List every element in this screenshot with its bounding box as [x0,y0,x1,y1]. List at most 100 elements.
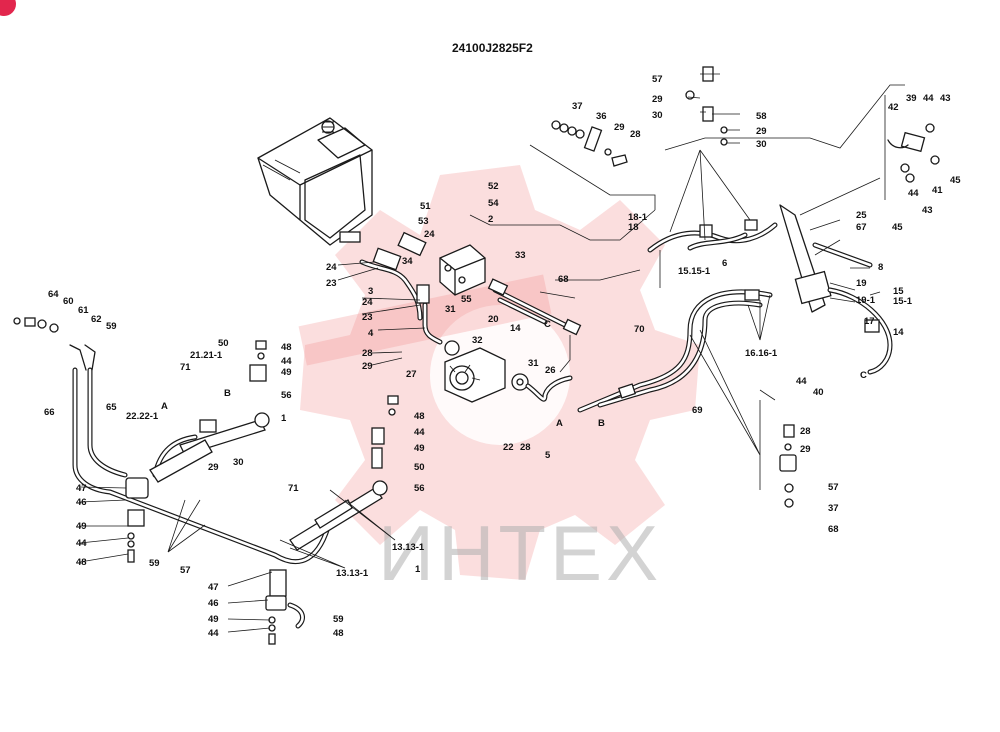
svg-text:44: 44 [281,356,292,367]
svg-text:3: 3 [368,286,373,297]
svg-text:49: 49 [281,367,292,378]
svg-text:30: 30 [756,139,767,150]
svg-text:2: 2 [488,214,493,225]
svg-text:29: 29 [362,361,373,372]
svg-text:42: 42 [888,102,899,113]
svg-text:59: 59 [333,614,344,625]
svg-text:71: 71 [288,483,299,494]
svg-text:6: 6 [722,258,727,269]
svg-text:24: 24 [424,229,435,240]
svg-text:68: 68 [558,274,569,285]
callout-labels: 57 29 30 58 29 30 37 36 29 28 42 39 44 4… [44,74,961,639]
svg-text:54: 54 [488,198,499,209]
svg-text:27: 27 [406,369,417,380]
svg-text:30: 30 [652,110,663,121]
svg-text:29: 29 [652,94,663,105]
hydraulic-tank [257,117,373,246]
svg-text:58: 58 [756,111,767,122]
svg-text:32: 32 [472,335,483,346]
svg-text:13.13-1: 13.13-1 [392,542,425,553]
svg-text:30: 30 [233,457,244,468]
control-lever-assembly [779,204,893,375]
svg-text:22: 22 [503,442,514,453]
svg-text:53: 53 [418,216,429,227]
svg-text:23: 23 [326,278,337,289]
svg-text:19-1: 19-1 [856,295,876,306]
svg-text:18-1: 18-1 [628,212,648,223]
left-hose-assembly [72,367,333,565]
svg-text:C: C [860,370,867,381]
svg-text:23: 23 [362,312,373,323]
svg-text:70: 70 [634,324,645,335]
svg-text:47: 47 [76,483,87,494]
svg-text:71: 71 [180,362,191,373]
svg-text:28: 28 [630,129,641,140]
svg-text:41: 41 [932,185,943,196]
svg-text:46: 46 [208,598,219,609]
svg-text:31: 31 [445,304,456,315]
svg-text:50: 50 [218,338,229,349]
svg-text:57: 57 [180,565,191,576]
svg-text:62: 62 [91,314,102,325]
svg-text:66: 66 [44,407,55,418]
svg-text:18: 18 [628,222,639,233]
svg-text:46: 46 [76,497,87,508]
svg-text:15.15-1: 15.15-1 [678,266,711,277]
svg-text:59: 59 [106,321,117,332]
svg-text:48: 48 [281,342,292,353]
svg-text:1: 1 [415,564,421,575]
svg-text:A: A [161,401,168,412]
svg-text:4: 4 [368,328,374,339]
callout-leaders [79,73,881,633]
svg-text:47: 47 [208,582,219,593]
svg-text:49: 49 [76,521,87,532]
control-valve [439,244,486,296]
svg-text:8: 8 [878,262,883,273]
svg-text:61: 61 [78,305,89,316]
svg-text:24: 24 [362,297,373,308]
svg-text:67: 67 [856,222,867,233]
svg-text:15: 15 [893,286,904,297]
svg-text:48: 48 [333,628,344,639]
svg-text:19: 19 [856,278,867,289]
svg-text:44: 44 [908,188,919,199]
svg-text:29: 29 [614,122,625,133]
bolt-stack-left [249,340,267,382]
svg-text:20: 20 [488,314,499,325]
svg-text:24: 24 [326,262,337,273]
watermark-text: ИНТЕХ [378,509,662,597]
svg-text:26: 26 [545,365,556,376]
svg-text:49: 49 [414,443,425,454]
svg-text:55: 55 [461,294,472,305]
svg-text:51: 51 [420,201,431,212]
svg-text:44: 44 [414,427,425,438]
svg-text:13.13-1: 13.13-1 [336,568,369,579]
hydraulic-pump [444,340,529,403]
svg-text:16.16-1: 16.16-1 [745,348,778,359]
svg-text:64: 64 [48,289,59,300]
svg-text:28: 28 [800,426,811,437]
svg-text:52: 52 [488,181,499,192]
svg-text:69: 69 [692,405,703,416]
corner-badge-icon [0,0,16,16]
diagram-code: 24100J2825F2 [452,41,533,55]
svg-text:29: 29 [756,126,767,137]
svg-text:34: 34 [402,256,413,267]
bolt-stack-right [779,424,797,508]
bracket-upper [125,477,149,563]
svg-text:31: 31 [528,358,539,369]
svg-text:44: 44 [796,376,807,387]
svg-text:56: 56 [281,390,292,401]
svg-text:56: 56 [414,483,425,494]
svg-text:48: 48 [414,411,425,422]
svg-text:33: 33 [515,250,526,261]
cylinder-left [149,412,270,483]
bolt-stack-mid [371,395,399,469]
svg-text:68: 68 [828,524,839,535]
svg-text:1: 1 [281,413,287,424]
svg-text:28: 28 [520,442,531,453]
svg-text:44: 44 [76,538,87,549]
svg-text:57: 57 [652,74,663,85]
svg-text:43: 43 [922,205,933,216]
